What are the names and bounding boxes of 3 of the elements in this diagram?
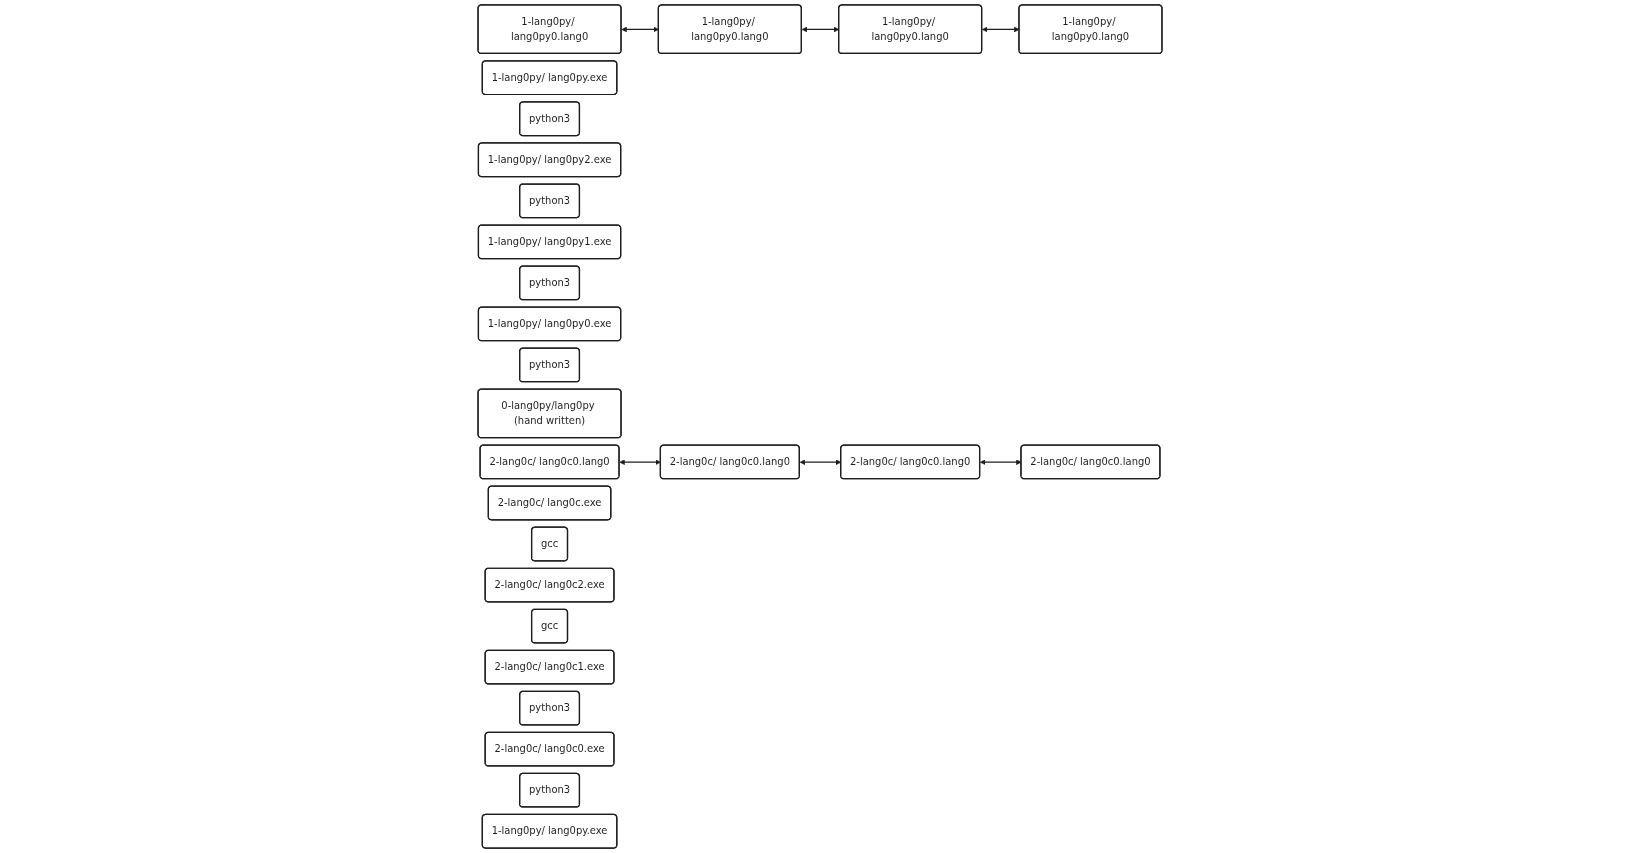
arrow (799, 459, 841, 465)
arrow (981, 26, 1019, 33)
arrow (801, 26, 839, 33)
